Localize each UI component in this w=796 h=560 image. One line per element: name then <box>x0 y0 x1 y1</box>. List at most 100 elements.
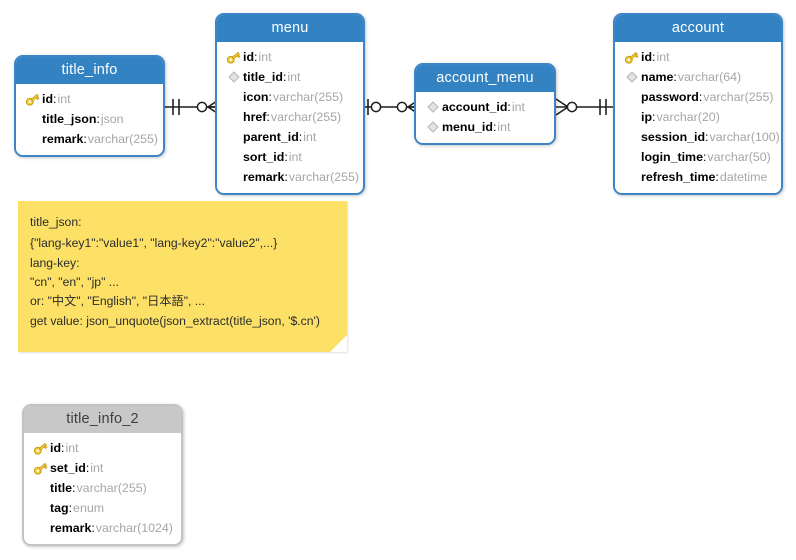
field-colon: : <box>492 120 497 134</box>
entity-title-account_menu: account_menu <box>416 65 554 92</box>
note-line: get value: json_unquote(json_extract(tit… <box>30 314 320 328</box>
note-line: "cn", "en", "jp" ... <box>30 275 119 289</box>
field-row[interactable]: title: varchar(255) <box>24 478 181 498</box>
no-icon <box>622 149 641 165</box>
field-name: remark <box>50 521 92 535</box>
field-name: account_id <box>442 100 508 114</box>
field-name: set_id <box>50 461 86 475</box>
field-row[interactable]: name: varchar(64) <box>615 67 781 87</box>
field-colon: : <box>282 70 287 84</box>
note-line: title_json: <box>30 215 82 229</box>
no-icon <box>23 111 42 127</box>
diamond-icon <box>622 69 641 85</box>
field-colon: : <box>266 110 270 124</box>
field-name: ip <box>641 110 653 124</box>
field-colon: : <box>91 521 95 535</box>
field-colon: : <box>61 441 65 455</box>
field-name: menu_id <box>442 120 493 134</box>
no-icon <box>622 169 641 185</box>
field-row[interactable]: session_id: varchar(100) <box>615 127 781 147</box>
no-icon <box>622 129 641 145</box>
field-colon: : <box>673 70 677 84</box>
field-row[interactable]: href: varchar(255) <box>217 107 363 127</box>
field-name: sort_id <box>243 150 285 164</box>
field-row[interactable]: ip: varchar(20) <box>615 107 781 127</box>
field-name: remark <box>243 170 285 184</box>
field-type: varchar(255) <box>270 110 342 124</box>
field-name: title_id <box>243 70 283 84</box>
entity-title-title_info_2: title_info_2 <box>24 406 181 433</box>
note-fold-corner-icon <box>330 335 347 352</box>
field-row[interactable]: refresh_time: datetime <box>615 167 781 187</box>
field-colon: : <box>268 90 272 104</box>
key-icon <box>224 49 243 65</box>
field-colon: : <box>254 50 258 64</box>
field-type: varchar(20) <box>656 110 720 124</box>
field-row[interactable]: tag: enum <box>24 498 181 518</box>
entity-title-menu: menu <box>217 15 363 42</box>
sticky-note-title_json[interactable]: title_json: {"lang-key1":"value1", "lang… <box>18 201 347 352</box>
field-row[interactable]: parent_id: int <box>217 127 363 147</box>
key-icon <box>622 49 641 65</box>
entity-table-menu[interactable]: menu id: int title_id: int <box>215 13 365 195</box>
field-row[interactable]: id: int <box>24 438 181 458</box>
entity-title-title_info: title_info <box>16 57 163 84</box>
field-type: int <box>57 92 71 106</box>
field-row[interactable]: account_id: int <box>416 97 554 117</box>
no-icon <box>31 480 50 496</box>
field-type: int <box>65 441 79 455</box>
note-line: lang-key: <box>30 256 80 270</box>
field-name: id <box>641 50 653 64</box>
field-type: varchar(50) <box>707 150 771 164</box>
field-colon: : <box>96 112 100 126</box>
note-line: {"lang-key1":"value1", "lang-key2":"valu… <box>30 236 278 250</box>
field-row[interactable]: menu_id: int <box>416 117 554 137</box>
field-type: json <box>100 112 124 126</box>
field-type: int <box>656 50 670 64</box>
entity-table-title_info[interactable]: title_info id: int title_json: json rema… <box>14 55 165 157</box>
key-icon <box>23 91 42 107</box>
entity-title-account: account <box>615 15 781 42</box>
field-type: varchar(255) <box>76 481 147 495</box>
key-icon <box>31 440 50 456</box>
relationship-account_menu-account <box>555 95 614 119</box>
field-row[interactable]: title_json: json <box>16 109 163 129</box>
field-name: title_json <box>42 112 97 126</box>
field-row[interactable]: password: varchar(255) <box>615 87 781 107</box>
field-row[interactable]: set_id: int <box>24 458 181 478</box>
field-colon: : <box>284 170 288 184</box>
field-name: tag <box>50 501 69 515</box>
field-colon: : <box>698 90 703 104</box>
entity-table-account_menu[interactable]: account_menu account_id: int menu_id: in… <box>414 63 556 145</box>
field-row[interactable]: remark: varchar(1024) <box>24 518 181 538</box>
field-row[interactable]: login_time: varchar(50) <box>615 147 781 167</box>
field-type: varchar(255) <box>87 132 159 146</box>
field-row[interactable]: icon: varchar(255) <box>217 87 363 107</box>
diamond-icon <box>423 99 442 115</box>
field-row[interactable]: remark: varchar(255) <box>16 129 163 149</box>
key-icon <box>31 460 50 476</box>
field-row[interactable]: id: int <box>16 89 163 109</box>
relationship-title_info-menu <box>164 95 221 119</box>
field-row[interactable]: title_id: int <box>217 67 363 87</box>
entity-table-title_info_2[interactable]: title_info_2 id: int <box>22 404 183 546</box>
field-colon: : <box>705 130 709 144</box>
no-icon <box>622 109 641 125</box>
no-icon <box>622 89 641 105</box>
field-colon: : <box>83 132 87 146</box>
field-name: id <box>42 92 54 106</box>
field-name: parent_id <box>243 130 299 144</box>
no-icon <box>224 129 243 145</box>
field-row[interactable]: id: int <box>615 47 781 67</box>
field-colon: : <box>68 501 73 515</box>
field-type: datetime <box>719 170 768 184</box>
field-name: remark <box>42 132 84 146</box>
field-row[interactable]: remark: varchar(255) <box>217 167 363 187</box>
field-row[interactable]: id: int <box>217 47 363 67</box>
field-name: id <box>243 50 255 64</box>
entity-table-account[interactable]: account id: int name: varchar(64) <box>613 13 783 195</box>
field-row[interactable]: sort_id: int <box>217 147 363 167</box>
field-name: refresh_time <box>641 170 716 184</box>
field-name: password <box>641 90 699 104</box>
field-type: int <box>303 130 317 144</box>
